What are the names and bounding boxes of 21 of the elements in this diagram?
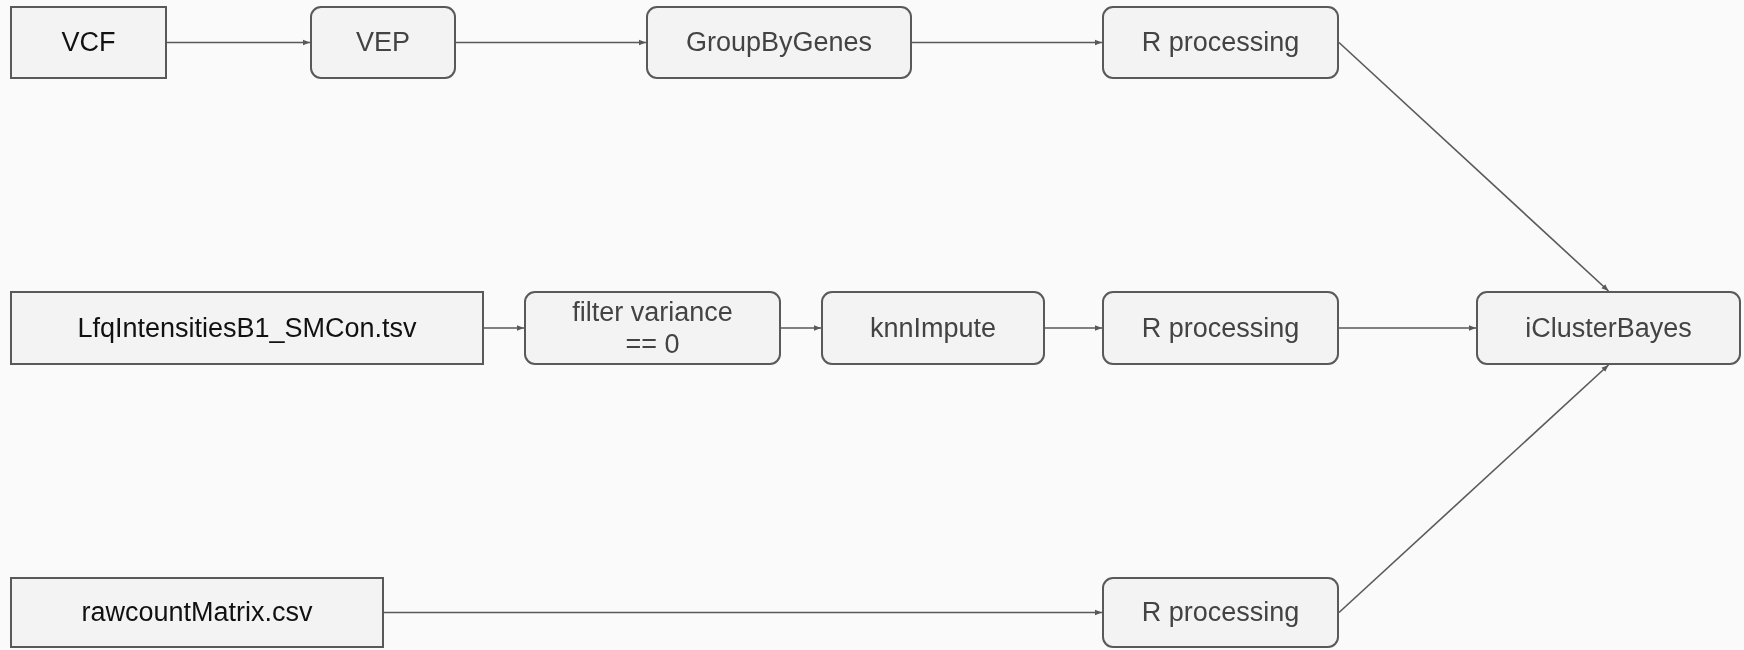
process-box: knnImpute [821, 291, 1045, 365]
input-file-box: VCF [10, 6, 167, 79]
input-file-box: rawcountMatrix.csv [10, 577, 384, 648]
arrow [1338, 325, 1477, 331]
input-file-box: LfqIntensitiesB1_SMCon.tsv [10, 291, 484, 365]
arrow [455, 39, 647, 46]
arrow [911, 39, 1103, 46]
arrow [1338, 41, 1610, 292]
process-box: R processing [1102, 6, 1339, 79]
arrow [383, 609, 1103, 616]
process-box: GroupByGenes [646, 6, 912, 79]
process-box: VEP [310, 6, 456, 79]
arrow [166, 39, 311, 46]
process-box: R processing [1102, 577, 1339, 648]
arrow [483, 325, 525, 331]
arrow [780, 325, 822, 331]
arrow [1338, 364, 1610, 614]
process-box: filter variance == 0 [524, 291, 781, 365]
arrow [1044, 325, 1103, 331]
process-box: R processing [1102, 291, 1339, 365]
process-box: iClusterBayes [1476, 291, 1741, 365]
